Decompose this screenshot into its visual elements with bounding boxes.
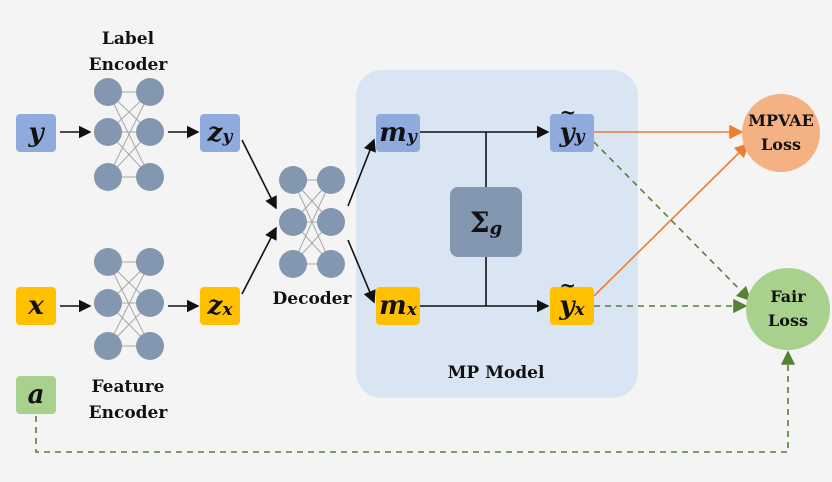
mp-model-title: MP Model	[447, 363, 545, 383]
feature-encoder-nodes	[94, 248, 164, 360]
feature-encoder-title: Feature Encoder	[88, 377, 168, 423]
mpvae-loss-circle: MPVAE Loss	[742, 94, 820, 172]
y-tilde-x-box: yx	[550, 273, 594, 325]
mpvae-loss-arrows	[593, 124, 750, 297]
label-encoder-title: Label Encoder	[88, 29, 168, 75]
fair-loss-arrows	[35, 141, 796, 453]
y-input-box: y	[16, 114, 56, 152]
label-encoder-nodes	[94, 78, 164, 191]
decoder-nodes	[279, 166, 345, 278]
x-input-box: x	[16, 287, 56, 325]
fair-loss-circle: Fair Loss	[746, 268, 830, 350]
a-sensitive-box: a	[16, 376, 56, 414]
y-tilde-y-box: yy	[550, 100, 594, 152]
decoder-title: Decoder	[272, 289, 352, 309]
flow-arrows	[60, 125, 550, 313]
